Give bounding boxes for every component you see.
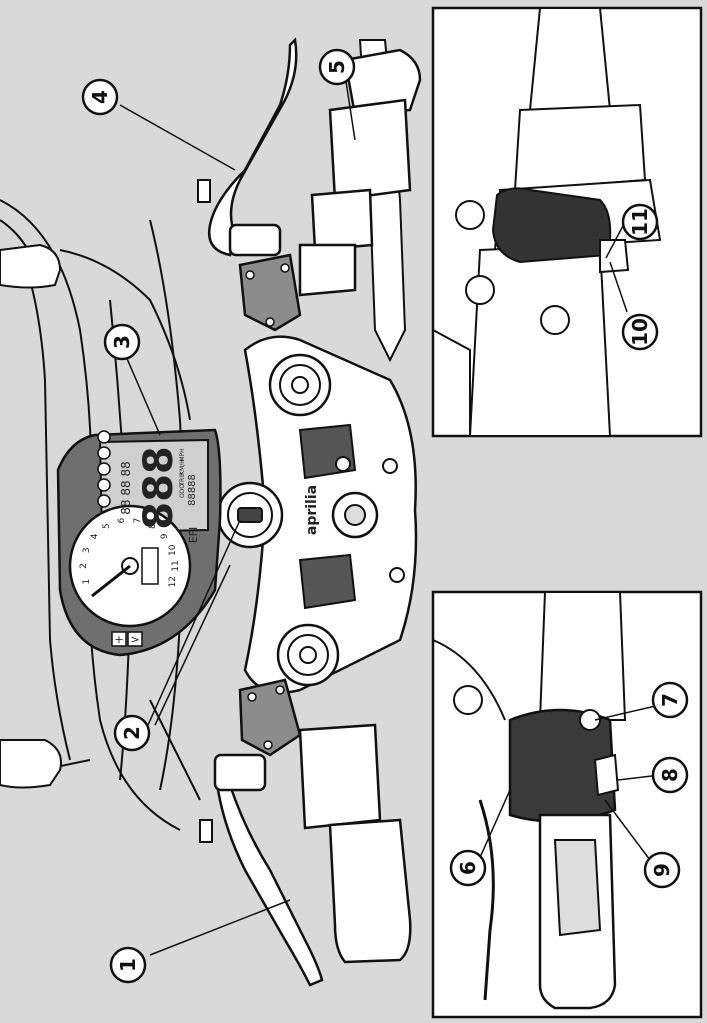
odometer-label: ODO bbox=[179, 484, 186, 498]
right-switch-cap bbox=[599, 239, 630, 274]
indicator-lights bbox=[97, 430, 111, 508]
callout-circle bbox=[113, 714, 151, 752]
left-switch-body bbox=[508, 708, 617, 823]
callout-1: 1 bbox=[109, 946, 147, 984]
clock-display: 88 88 88 bbox=[119, 461, 133, 514]
callout-label: 2 bbox=[120, 726, 144, 740]
tacho-number: 2 bbox=[79, 563, 89, 569]
callout-circle bbox=[103, 323, 141, 361]
callout-circle bbox=[643, 851, 681, 889]
tacho-number: 10 bbox=[168, 544, 178, 556]
callout-circle bbox=[621, 313, 659, 351]
callout-3: 3 bbox=[103, 323, 141, 361]
left-grip bbox=[298, 723, 412, 964]
brake-reservoir-cover bbox=[238, 253, 302, 332]
warning-window bbox=[141, 547, 159, 585]
front-brake-lever bbox=[197, 37, 298, 257]
callout-circle bbox=[651, 756, 689, 794]
tacho-number: 12 bbox=[168, 576, 178, 587]
odometer-label: KM/H bbox=[179, 459, 186, 475]
callout-label: 9 bbox=[650, 863, 674, 877]
tacho-number: 1 bbox=[82, 579, 92, 585]
callout-2: 2 bbox=[113, 714, 151, 752]
callout-4: 4 bbox=[81, 78, 119, 116]
callout-label: 1 bbox=[116, 958, 140, 972]
inset-top bbox=[431, 6, 703, 438]
inset-bottom bbox=[431, 590, 703, 1019]
tacho-number: 5 bbox=[102, 523, 112, 529]
tacho-number: 8 bbox=[148, 523, 158, 529]
dash-button-next: > bbox=[130, 633, 139, 646]
callout-circle bbox=[621, 203, 659, 241]
callout-circle bbox=[651, 681, 689, 719]
mirror-mount-top bbox=[0, 243, 62, 289]
tacho-number: 11 bbox=[171, 560, 181, 571]
tacho-number: 4 bbox=[90, 533, 100, 539]
callout-7: 7 bbox=[651, 681, 689, 719]
callout-label: 11 bbox=[628, 208, 652, 236]
leader-lines bbox=[119, 74, 661, 956]
clutch-reservoir-cover bbox=[238, 678, 302, 757]
speed-display: 888 bbox=[136, 446, 182, 530]
dash-button-plus: + bbox=[114, 633, 123, 646]
callout-10: 10 bbox=[621, 313, 659, 351]
odometer-display: 88888 bbox=[187, 474, 198, 506]
odometer-label: TRIP bbox=[179, 472, 186, 487]
callout-8: 8 bbox=[651, 756, 689, 794]
tacho-number: 7 bbox=[133, 518, 143, 524]
ignition-switch bbox=[216, 481, 284, 549]
callout-5: 5 bbox=[318, 48, 356, 86]
tacho-number: 9 bbox=[160, 533, 170, 539]
callout-circle bbox=[81, 78, 119, 116]
tacho-number: 6 bbox=[117, 518, 127, 524]
callout-label: 3 bbox=[110, 335, 134, 349]
tacho-number: 3 bbox=[82, 547, 92, 553]
dash-buttons: + > bbox=[111, 631, 143, 647]
callout-circle bbox=[109, 946, 147, 984]
callout-label: 7 bbox=[658, 693, 682, 707]
right-switch-button bbox=[491, 187, 612, 264]
callout-circle bbox=[449, 849, 487, 887]
efi-label: EFI bbox=[187, 527, 200, 544]
clutch-lever bbox=[199, 753, 324, 987]
throttle-grip bbox=[298, 48, 422, 297]
callout-label: 5 bbox=[325, 60, 349, 74]
callout-label: 4 bbox=[88, 90, 112, 104]
callout-label: 10 bbox=[628, 318, 652, 346]
callout-label: 8 bbox=[658, 768, 682, 782]
callout-6: 6 bbox=[449, 849, 487, 887]
callout-11: 11 bbox=[621, 203, 659, 241]
odometer-label: MPH bbox=[179, 448, 186, 461]
callout-label: 6 bbox=[456, 861, 480, 875]
mirror-mount-bottom bbox=[0, 739, 62, 789]
callout-9: 9 bbox=[643, 851, 681, 889]
brand-logo-text: aprilia bbox=[304, 485, 320, 535]
callout-circle bbox=[318, 48, 356, 86]
top-yoke bbox=[243, 335, 418, 694]
